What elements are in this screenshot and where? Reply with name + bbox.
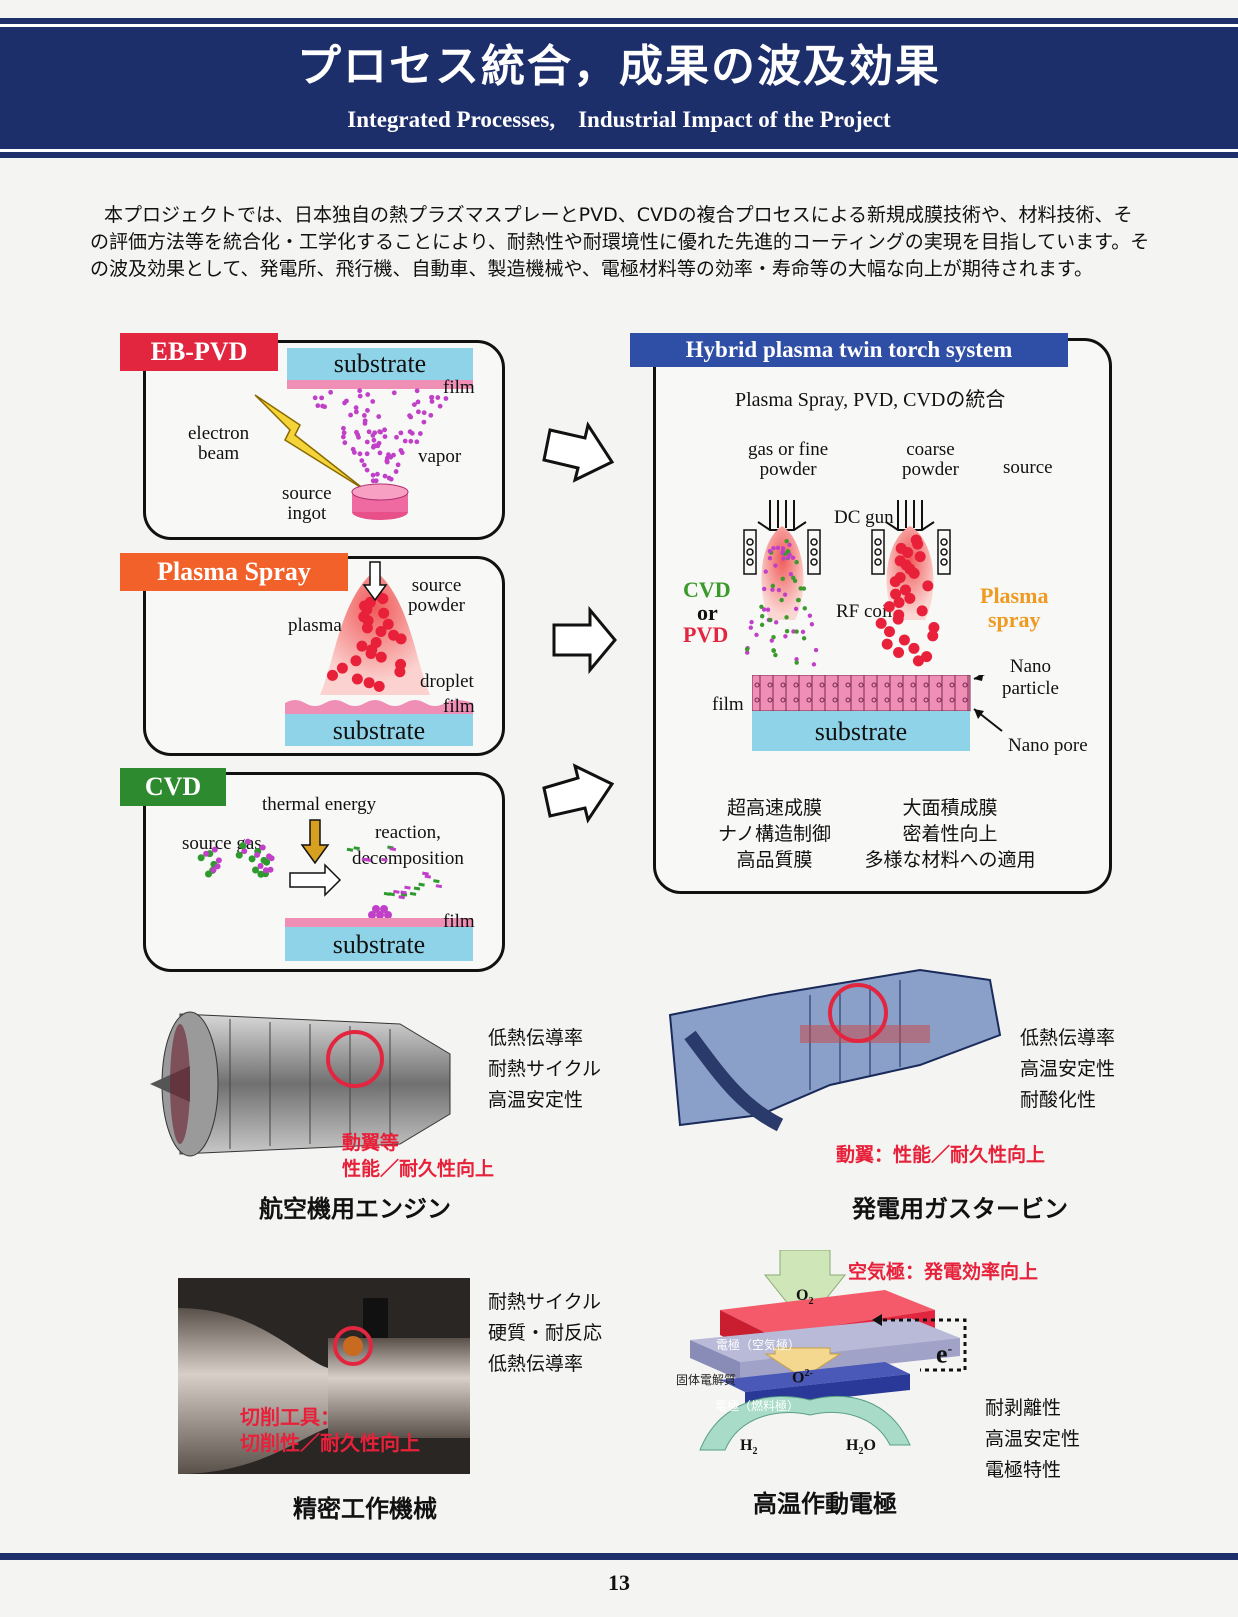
arrow-icons [542,421,617,824]
machine-properties: 耐熱サイクル 硬質・耐反応 低熱伝導率 [488,1291,603,1375]
turbine-caption: 発電用ガスタービン [852,1195,1068,1223]
engine-highlight-circle [326,1030,384,1088]
cvd-film-label: film [443,911,475,932]
cvd-diagram [197,819,443,919]
vapor-label: vapor [418,446,462,467]
electron-beam-label: electron beam [188,423,250,464]
footer-rule [0,1553,1238,1560]
electron-label: e- [936,1339,953,1369]
rf-coil-label: RF coil [836,601,893,622]
ebpvd-diagram [254,388,449,520]
thermal-energy-label: thermal energy [262,794,377,815]
hybrid-substrate: substrate [752,711,970,751]
h2-arrow-icon [699,1395,911,1451]
plasma-spray-tag: Plasma Spray [120,553,348,591]
hybrid-film-label: film [712,694,744,715]
electrolyte-label: 固体電解質 [676,1373,737,1387]
nano-pore-label: Nano pore [1008,735,1088,756]
h2-label: H2 [740,1437,758,1458]
plasma-label: plasma [288,615,342,636]
turbine-note: 動翼：性能／耐久性向上 [836,1144,1046,1166]
machine-note: 切削工具： 切削性／耐久性向上 [240,1405,420,1455]
hybrid-benefits-right: 大面積成膜 密着性向上 多様な材料への適用 [864,797,1036,871]
reaction-dashes [346,845,443,900]
left-plasma-flame [761,526,804,620]
ebpvd-film-label: film [443,377,475,398]
pvd-label: PVD [683,622,729,647]
left-rf-coil-icon [743,529,821,575]
header-banner [0,18,1238,158]
source-gas-molecules [197,838,275,878]
page-title: プロセス統合，成果の波及効果 [297,41,941,92]
hybrid-subtitle: Plasma Spray, PVD, CVDの統合 [735,389,1006,411]
source-ingot-label: source ingot [282,483,332,524]
electrode-properties: 耐剥離性 高温安定性 電極特性 [985,1397,1081,1481]
nano-particle-label: Nano particle [1002,656,1059,699]
dc-gun-label: DC gun [834,507,894,528]
h2o-label: H2O [846,1437,876,1458]
plasma-spray-diagram [320,561,430,695]
electrode-note: 空気極：発電効率向上 [848,1261,1039,1283]
o2minus-label: O2- [792,1368,813,1387]
machine-tool-image [178,1278,470,1474]
intro-text: 本プロジェクトでは、日本独自の熱プラズマスプレーとPVD、CVDの複合プロセスに… [90,204,1150,280]
gas-powder-label: gas or fine powder [748,439,829,480]
hybrid-panel [653,338,1112,894]
droplets [327,589,407,692]
page-number: 13 [608,1570,630,1595]
flow-arrow [289,863,342,897]
fuel-electrode-label: 電極（燃料極） [715,1399,800,1413]
engine-note: 動翼等 性能／耐久性向上 [342,1132,495,1180]
twin-torch-diagram [743,500,951,667]
ebpvd-tag: EB-PVD [120,333,278,371]
hybrid-tag: Hybrid plasma twin torch system [630,333,1068,367]
thermal-arrow [300,819,330,865]
electron-beam-bolt [254,394,366,491]
o2-label: O2 [796,1287,814,1308]
air-electrode-label: 電極（空気極） [716,1338,801,1352]
tool-highlight-circle [333,1326,373,1366]
aircraft-engine-image [150,1004,460,1164]
ingot-top [351,483,409,501]
electrode-caption: 高温作動電極 [753,1490,897,1518]
gas-turbine-image [660,955,1010,1140]
left-fine-particles [744,538,819,667]
ps-substrate: substrate [285,714,473,746]
source-label: source [1003,457,1053,478]
cvd-tag: CVD [120,768,226,806]
ps-film-layer [285,700,473,715]
hybrid-benefits-left: 超高速成膜 ナノ構造制御 高品質膜 [718,797,832,871]
cvd-substrate: substrate [285,927,473,961]
plasma-spray-label: Plasma spray [980,583,1049,632]
ebpvd-film-layer [287,380,473,389]
right-rf-coil-icon [871,529,951,575]
page-subtitle: Integrated Processes, Industrial Impact … [347,107,891,132]
droplet-label: droplet [420,671,474,692]
source-powder-label: source powder [408,575,465,616]
cvd-film-layer [285,918,473,927]
cvd-label: CVD [683,577,731,602]
right-droplets [875,534,940,667]
deposit-dots [368,905,392,919]
ebpvd-substrate: substrate [287,348,473,380]
vapor-dots [312,388,449,484]
turbine-properties: 低熱伝導率 高温安定性 耐酸化性 [1020,1027,1116,1111]
electrode-diagram [690,1250,967,1451]
powder-feed-arrow [362,561,388,602]
right-dc-gun-icon [885,500,935,531]
machine-caption: 精密工作機械 [293,1495,437,1523]
electron-path [875,1318,967,1372]
intro-paragraph: 本プロジェクトでは、日本独自の熱プラズマスプレーとPVD、CVDの複合プロセスに… [90,202,1150,283]
engine-properties: 低熱伝導率 耐熱サイクル 高温安定性 [488,1027,602,1111]
or-label: or [697,600,718,625]
engine-caption: 航空機用エンジン [259,1195,451,1223]
ps-film-label: film [443,696,475,717]
reaction-label: reaction, decomposition [352,822,464,869]
arrow-right-icon [542,421,617,824]
turbine-highlight-circle [828,983,888,1043]
coarse-powder-label: coarse powder [902,439,959,480]
left-dc-gun-icon [757,500,807,531]
